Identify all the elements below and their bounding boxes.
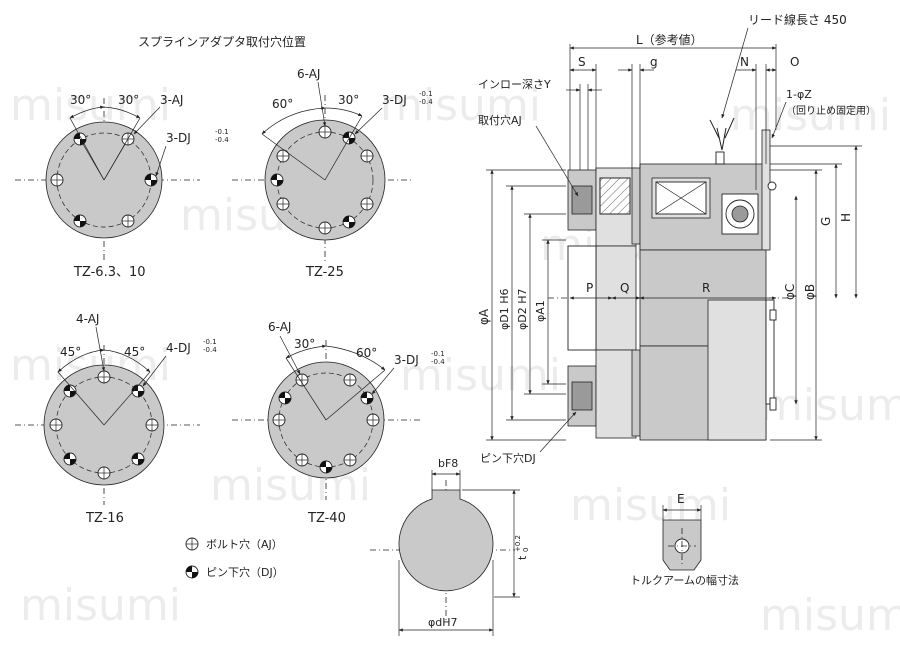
svg-text:misumi: misumi (400, 350, 561, 401)
svg-text:-0.1: -0.1 (419, 90, 433, 98)
dim-phiA1: φA1 (534, 300, 547, 322)
svg-text:0: 0 (522, 548, 530, 552)
svg-text:-0.1: -0.1 (215, 128, 229, 136)
tz40-angle-a: 30° (294, 337, 315, 351)
keyway-depth-label: t (516, 555, 529, 560)
tz16-angle-b: 45° (124, 345, 145, 359)
spline-adapter-title: スプラインアダプタ取付穴位置 (138, 34, 306, 49)
tz63-caption: TZ-6.3、10 (73, 265, 146, 280)
section-view: L（参考値） リード線長さ 450 S g N O インロー深さY 1-φZ （… (477, 12, 876, 465)
view-tz16: 45° 45° 4-AJ 4-DJ -0.1 -0.4 TZ-16 (15, 312, 217, 526)
pin-hole-label: ピン下穴DJ (480, 451, 536, 465)
dim-S: S (578, 55, 586, 69)
tz25-caption: TZ-25 (305, 265, 344, 280)
tz40-angle-b: 60° (356, 346, 377, 360)
view-tz63: 30° 30° 3-AJ 3-DJ -0.1 -0.4 TZ-6.3、10 (15, 93, 229, 280)
tz16-angle-a: 45° (60, 345, 81, 359)
tz40-pin-label: 3-DJ (394, 353, 419, 367)
dim-phiA: φA (477, 308, 491, 325)
keyway-width-label: bF8 (438, 457, 458, 470)
svg-text:misumi: misumi (10, 80, 171, 131)
tz40-caption: TZ-40 (307, 511, 346, 526)
tz25-angle-a: 60° (272, 97, 293, 111)
one-phiZ-label: 1-φZ (786, 88, 812, 101)
pin-holes (63, 384, 145, 466)
dim-g: g (650, 55, 658, 69)
tz63-angle-b: 30° (118, 93, 139, 107)
dim-O: O (790, 55, 799, 69)
svg-text:misumi: misumi (380, 80, 541, 131)
dim-R: R (702, 281, 710, 295)
pin-holes (278, 391, 374, 474)
bolt-holes (272, 373, 380, 467)
legend: ボルト穴（AJ） ピン下穴（DJ） (185, 537, 284, 579)
dim-Q: Q (620, 281, 629, 295)
lead-wire-label: リード線長さ 450 (748, 12, 847, 27)
mount-hole-label: 取付穴AJ (478, 113, 522, 127)
dim-N: N (740, 55, 749, 69)
view-tz25: 60° 30° 6-AJ 3-DJ -0.1 -0.4 TZ-25 (232, 67, 433, 280)
dim-H: H (839, 213, 853, 222)
svg-text:-0.1: -0.1 (203, 338, 217, 346)
tz16-bolt-label: 4-AJ (76, 312, 99, 326)
tz25-angle-b: 30° (338, 93, 359, 107)
dim-G: G (819, 217, 833, 226)
svg-text:misumi: misumi (20, 580, 181, 631)
torque-arm-view: E トルクアームの幅寸法 (630, 492, 739, 587)
svg-text:-0.4: -0.4 (419, 98, 433, 106)
torque-arm-caption: トルクアームの幅寸法 (630, 573, 739, 587)
svg-text:+0.2: +0.2 (514, 535, 522, 552)
tz25-bolt-label: 6-AJ (297, 67, 320, 81)
torque-arm-dim: E (677, 492, 685, 506)
tz63-angle-a: 30° (70, 93, 91, 107)
dim-P: P (586, 281, 593, 295)
svg-text:-0.4: -0.4 (215, 136, 229, 144)
legend-bolt-hole: ボルト穴（AJ） (206, 537, 283, 551)
tz63-pin-label: 3-DJ (166, 131, 191, 145)
dim-phiC: φC (783, 284, 797, 300)
rotation-stop-label: （回り止め固定用） (786, 104, 876, 117)
legend-pin-hole: ピン下穴（DJ） (206, 565, 284, 579)
tz16-caption: TZ-16 (85, 511, 124, 526)
tz16-pin-label: 4-DJ (166, 341, 191, 355)
svg-text:-0.1: -0.1 (431, 350, 445, 358)
svg-text:-0.4: -0.4 (431, 358, 445, 366)
keyway-view: bF8 t +0.2 0 φdH7 (370, 457, 530, 636)
svg-text:misumi: misumi (570, 480, 731, 531)
bolt-holes (276, 125, 374, 235)
dim-phiB: φB (803, 284, 817, 300)
svg-text:-0.4: -0.4 (203, 346, 217, 354)
tz40-bolt-label: 6-AJ (268, 320, 291, 334)
tz25-pin-label: 3-DJ (382, 93, 407, 107)
dim-phiD1: φD1 H6 (498, 289, 511, 331)
svg-text:misumi: misumi (760, 590, 900, 641)
view-tz40: 30° 60° 6-AJ 3-DJ -0.1 -0.4 TZ-40 (232, 320, 445, 526)
bolt-holes (49, 370, 159, 480)
dim-L-ref: L（参考値） (636, 32, 703, 47)
keyway-bore-label: φdH7 (428, 616, 458, 629)
tz63-bolt-label: 3-AJ (160, 93, 183, 107)
inro-depth-label: インロー深さY (478, 78, 551, 91)
svg-text:misumi: misumi (760, 380, 900, 431)
svg-text:misumi: misumi (730, 90, 891, 141)
dim-phiD2: φD2 H7 (516, 289, 529, 331)
